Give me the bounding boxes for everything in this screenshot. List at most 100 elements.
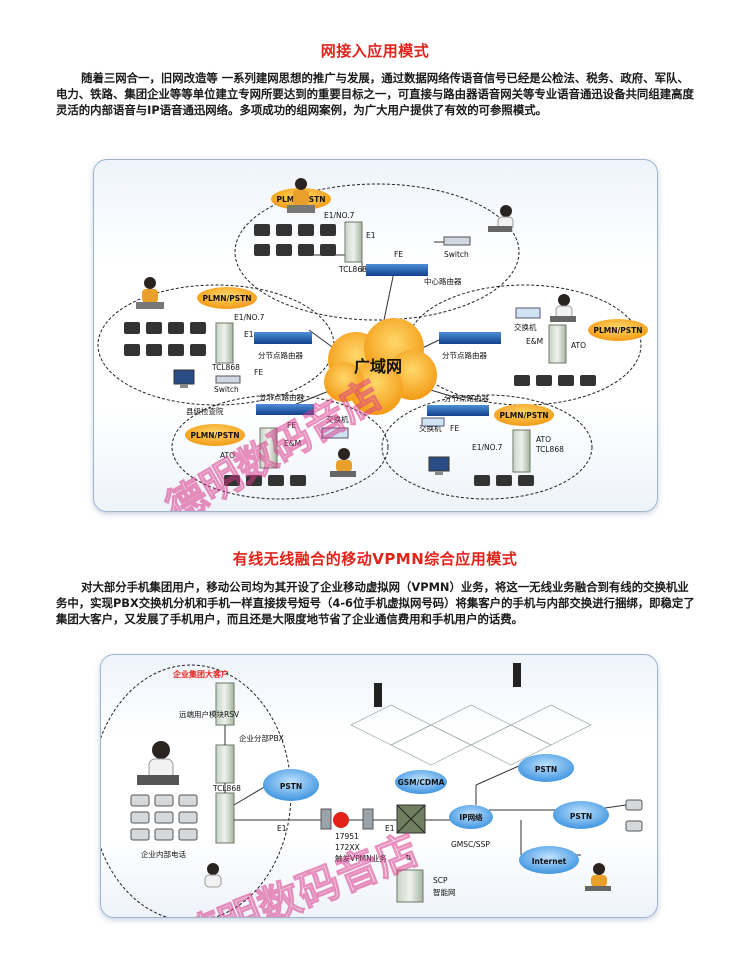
top-central-router [366,264,428,276]
right-exchange [515,307,541,319]
scp-name-label: 智能网 [433,887,456,897]
top-right-operator-person [488,205,514,232]
cell-tower-left [374,683,382,707]
bottom-left-branch-router [256,404,314,415]
section2-title: 有线无线融合的移动VPMN综合应用模式 [232,550,518,568]
gmsc-label: GMSC/SSP [451,840,490,849]
bottom-right-exchange [421,417,445,427]
bottom-right-pstn-label: PLMN/PSTN [499,411,548,420]
section1-paragraph: 随着三网合一，旧网改造等 一系列建网思想的推广与发展，通过数据网络传语音信号已经… [56,71,694,117]
left-branch-router [254,332,312,344]
bottom-operator-person [204,863,222,888]
section2-diagram-panel: 企业集团大客户 远端用户模块RSV 企业分部PBX TCL868 [100,654,658,918]
code1-label: 17951 [335,832,359,841]
bottom-left-router-label: 分节点路由器 [259,392,304,402]
rsv-label: 远端用户模块RSV [179,709,240,719]
right-phones [625,799,643,832]
right-site-ellipse [406,284,642,406]
section1-diagram-panel: 广域网 PLMN/PSTN E1/NO.7 E1 TCL868 FE Switc… [93,159,658,512]
ip-network-cloud: IP网络 [449,805,493,829]
branch-pbx-label: 企业分部PBX [239,733,284,743]
internal-phone-label: 企业内部电话 [141,849,186,859]
top-switch [443,236,471,246]
right-operator-person [550,294,576,322]
main-pbx-rack [215,792,235,844]
cell-tower-right [513,663,521,687]
bottom-left-ato-label: ATO [220,451,235,460]
section2-paragraph: 对大部分手机集团用户，移动公司均为其开设了企业移动虚拟网（VPMN）业务，将这一… [56,580,695,626]
cell-network [350,704,592,766]
left-phones [124,322,206,356]
right-pstn-cloud: PLMN/PSTN [588,319,648,341]
top-site-ellipse [234,183,520,321]
bottom-left-pbx [259,427,278,469]
firewall-icon [333,812,349,828]
bottom-left-operator-person [330,448,356,477]
left-router-label: 分节点路由器 [258,350,303,360]
pstn-right-label: PSTN [570,812,592,821]
top-switch-label: Switch [444,250,469,259]
top-operator-person [287,178,315,213]
scp-label: SCP [433,876,448,885]
bottom-right-pc [428,456,450,475]
pstn-top-cloud: PSTN [518,754,574,782]
top-trunk-label: E1/NO.7 [324,211,355,220]
gsm-cloud: GSM/CDMA [395,770,447,794]
up-down-arrows: ⇅ [405,853,412,862]
bottom-right-pbx-label: TCL868 [535,445,564,454]
e1-left-label: E1 [277,824,287,833]
group-title-label: 企业集团大客户 [172,669,229,679]
right-router-label: 分节点路由器 [442,350,487,360]
wan-cloud: 广域网 [324,318,437,415]
bottom-left-exchange [321,427,349,439]
top-fe-label: FE [394,250,403,259]
pstn-right-cloud: PSTN [553,801,609,829]
left-pbx [215,322,234,364]
left-e1-label: E1 [244,330,254,339]
bottom-right-router-label: 分节点路由器 [444,393,489,403]
enterprise-operator-person [137,741,179,785]
bottom-left-pstn-cloud: PLMN/PSTN [185,424,245,446]
bottom-right-pstn-cloud: PLMN/PSTN [494,404,554,426]
internal-phones [130,794,198,841]
top-pbx-label: TCL868 [338,265,367,274]
bottom-right-fe-label: FE [450,424,459,433]
bottom-left-pstn-label: PLMN/PSTN [190,431,239,440]
internet-user-person [585,863,611,891]
scp-server [396,869,424,903]
bottom-right-ato-label: ATO [536,435,551,444]
left-switch-label: Switch [214,385,239,394]
right-em-label: E&M [526,337,543,346]
top-phones [254,224,336,256]
top-pbx [344,221,363,263]
bottom-left-phones [224,475,306,486]
wan-cloud-label: 广域网 [354,357,402,376]
right-phones [514,375,596,386]
bottom-left-fe-label: FE [287,421,296,430]
section1-title: 网接入应用模式 [320,42,430,60]
main-pbx-label: TCL868 [212,784,241,793]
right-ato-label: ATO [571,341,586,350]
top-e1-label: E1 [366,231,376,240]
enterprise-ellipse [101,664,292,917]
bottom-right-trunk-label: E1/NO.7 [472,443,503,452]
left-gateway [320,808,332,830]
wan-diagram: 广域网 PLMN/PSTN E1/NO.7 E1 TCL868 FE Switc… [97,178,648,511]
internet-label: Internet [532,857,567,866]
right-exchange-label: 交换机 [514,322,537,332]
gsm-label: GSM/CDMA [398,778,445,787]
pstn-left-cloud: PSTN [263,769,319,801]
trigger-label: 触发VPMN业务 [335,853,387,863]
right-pbx [548,324,567,364]
left-operator-person [136,277,164,309]
bottom-left-em-label: E&M [284,439,301,448]
left-fe-label: FE [254,368,263,377]
bottom-left-site-ellipse [171,394,389,500]
branch-pbx-rack [215,744,235,784]
bottom-right-exchange-label: 交换机 [419,423,442,433]
bottom-right-site-ellipse [381,394,593,500]
internet-cloud: Internet [519,846,579,874]
vpmn-diagram: 企业集团大客户 远端用户模块RSV 企业分部PBX TCL868 [101,663,643,917]
top-router-label: 中心路由器 [424,276,462,286]
pstn-top-label: PSTN [535,765,557,774]
